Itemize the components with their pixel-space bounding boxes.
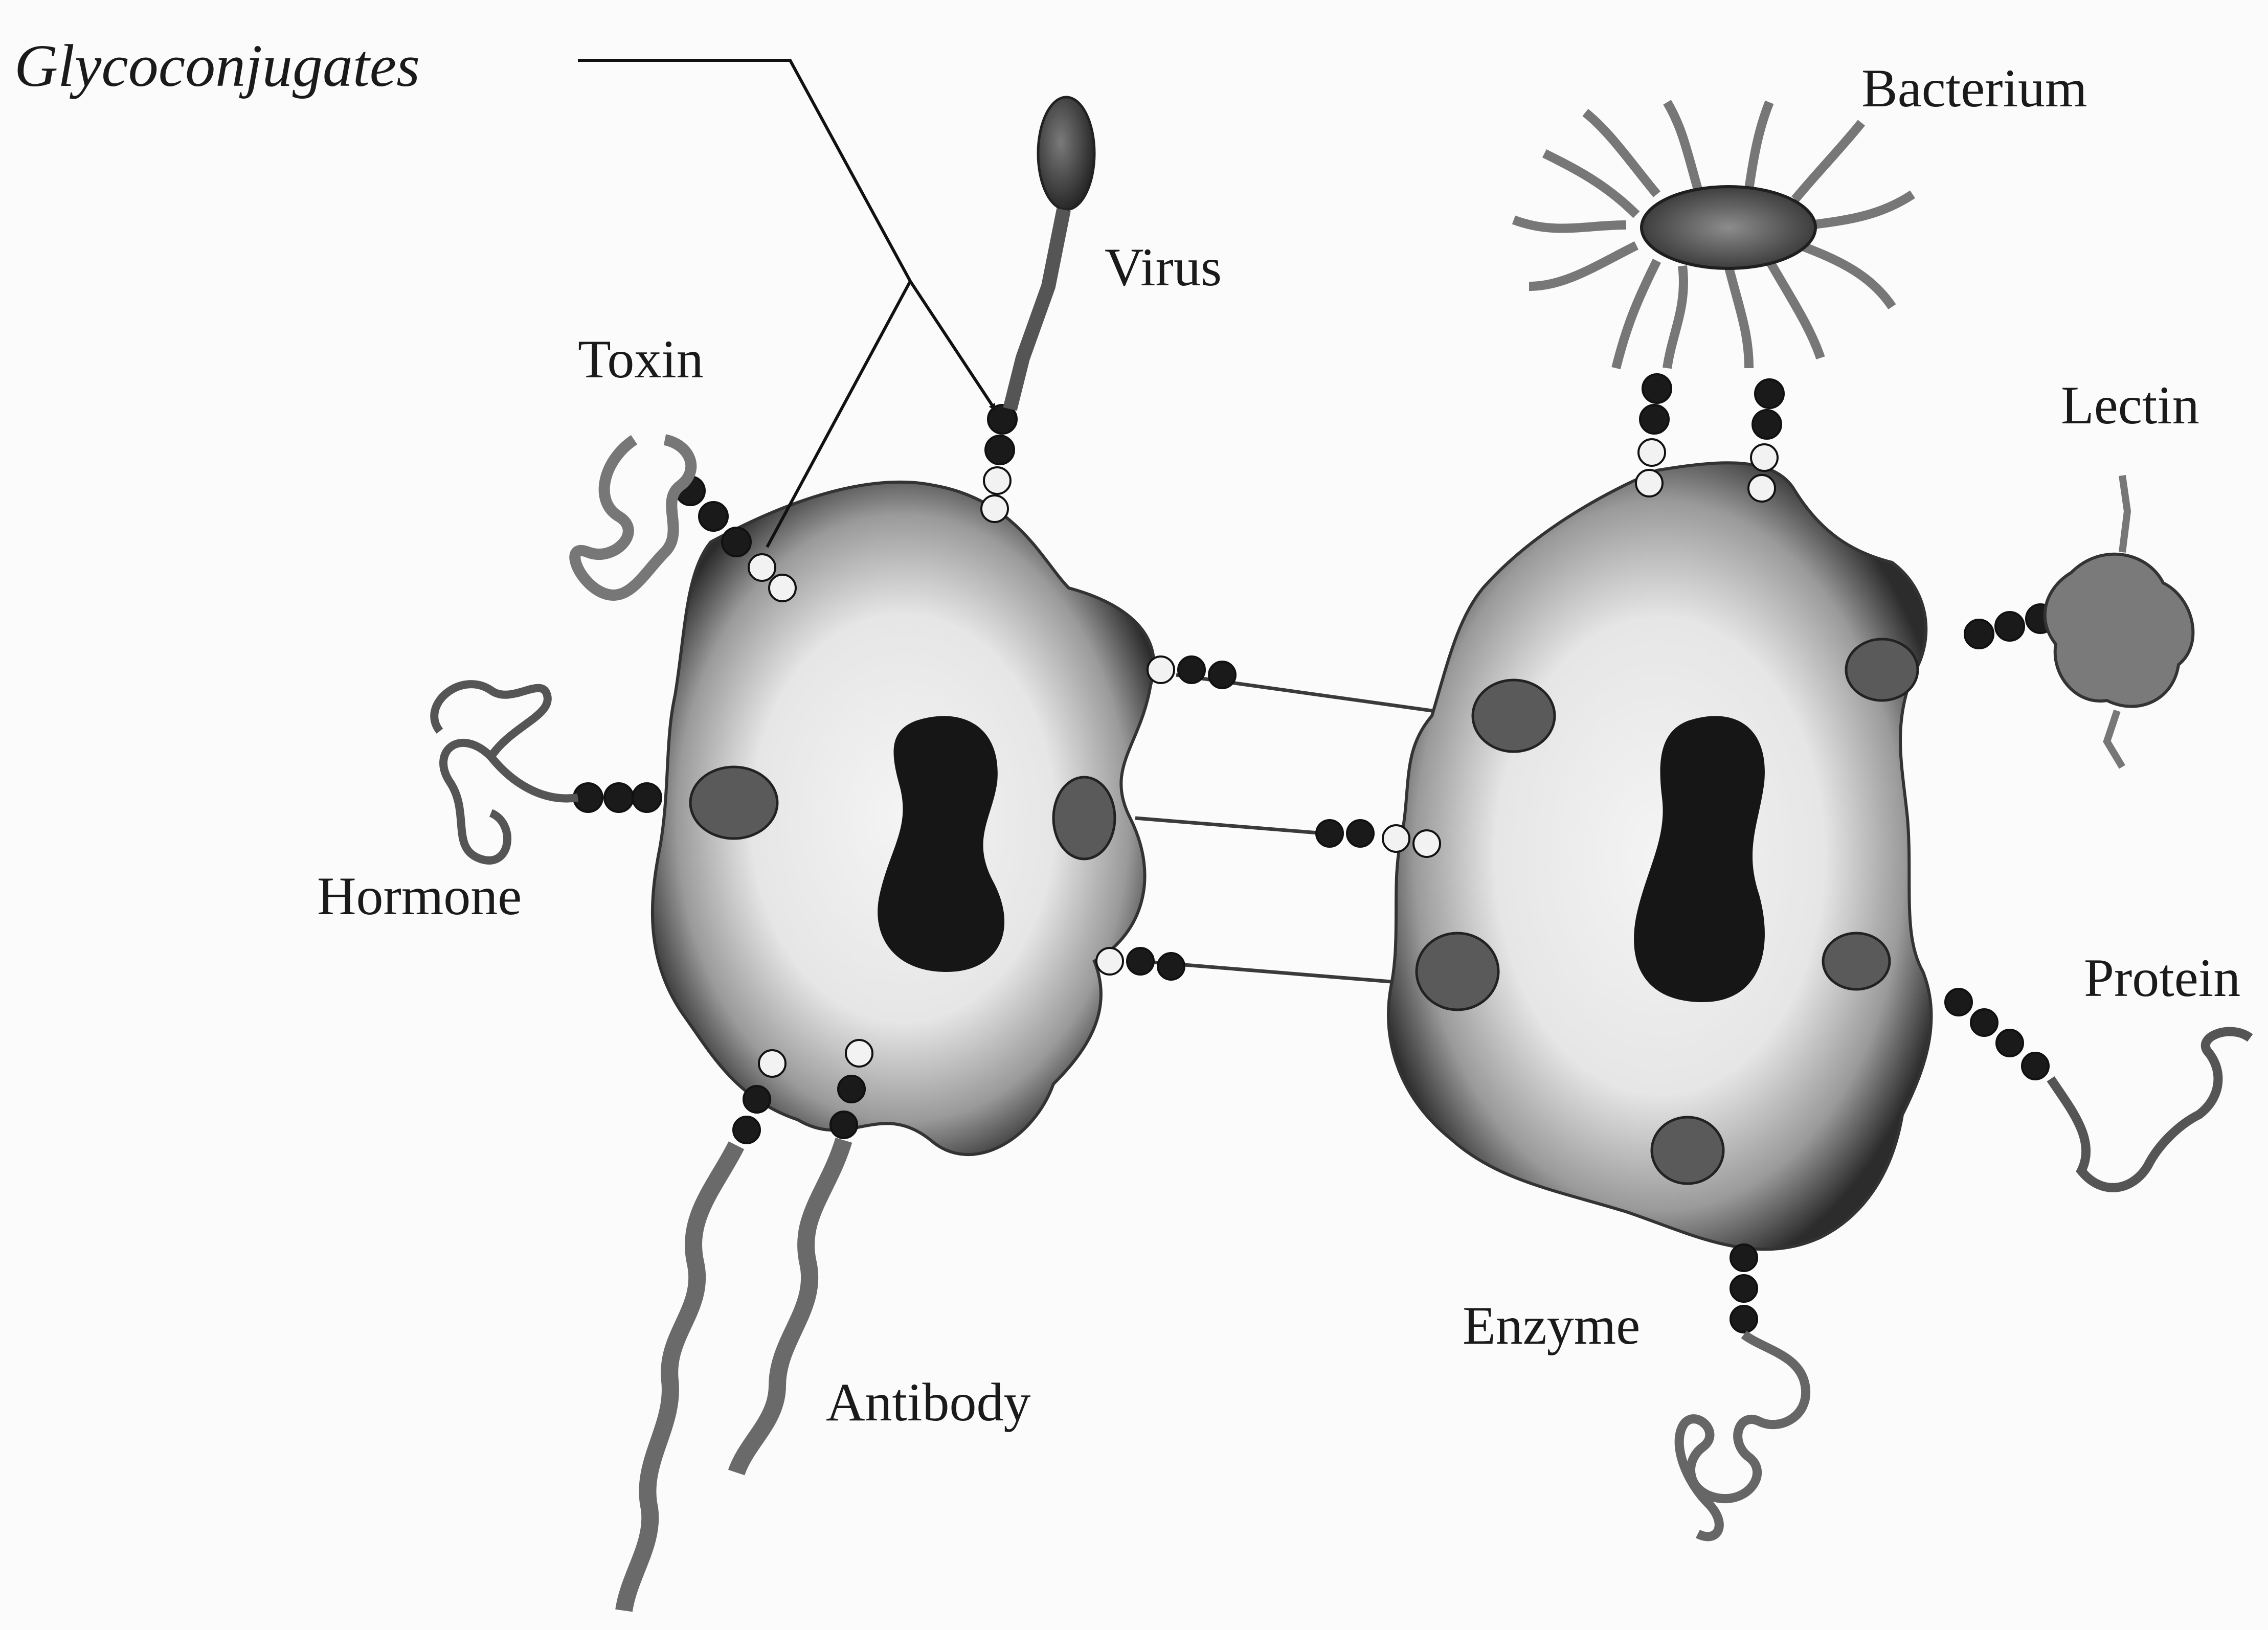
- protein-label: Protein: [2084, 951, 2240, 1005]
- toxin-molecule: [575, 440, 691, 595]
- glycoconjugates-label: Glycoconjugates: [14, 36, 420, 96]
- lectin-label: Lectin: [2061, 378, 2199, 433]
- virus-label: Virus: [1105, 240, 1222, 295]
- bacterium-label: Bacterium: [1861, 61, 2087, 116]
- glycoconjugates-pointer: [578, 60, 995, 547]
- antibody-molecule: [624, 1140, 844, 1611]
- hormone-molecule: [434, 684, 578, 861]
- lectin-molecule: [2045, 476, 2193, 767]
- hormone-label: Hormone: [317, 869, 522, 923]
- virus-particle: [1010, 97, 1094, 409]
- antibody-label: Antibody: [826, 1375, 1030, 1430]
- enzyme-molecule: [1679, 1334, 1806, 1536]
- bacterium-cell: [1514, 102, 1913, 368]
- enzyme-label: Enzyme: [1463, 1299, 1640, 1353]
- toxin-label: Toxin: [578, 332, 704, 387]
- protein-molecule: [2051, 1032, 2250, 1188]
